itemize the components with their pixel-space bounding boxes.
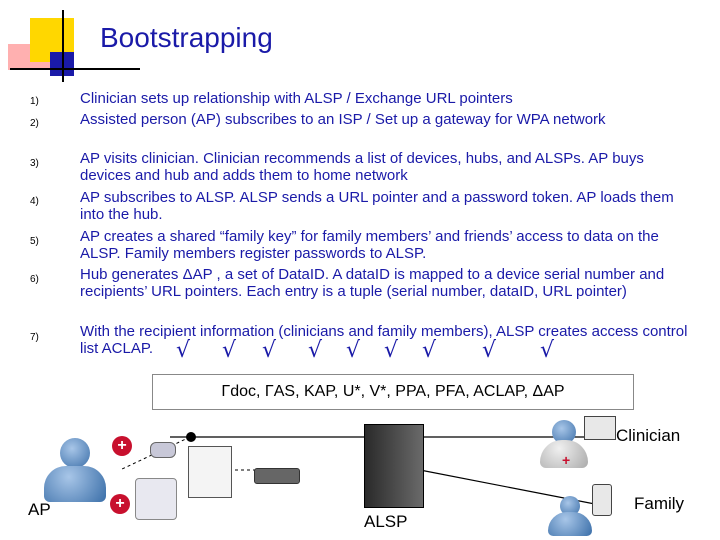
ap-person-body: [44, 466, 106, 502]
list-item: AP creates a shared “family key” for fam…: [80, 228, 659, 262]
clinician-label: Clinician: [616, 426, 681, 445]
keys-text: Γdoc, ΓAS, KAP, U*, V*, PPA, PFA, ACLAP,…: [221, 383, 565, 400]
item-number: 4): [30, 196, 39, 207]
list-item: AP subscribes to ALSP. ALSP sends a URL …: [80, 189, 674, 223]
pda-icon: [592, 484, 612, 516]
list-item: Clinician sets up relationship with ALSP…: [80, 90, 513, 107]
check-icon: √: [346, 338, 361, 363]
decor-horizontal-line: [10, 68, 140, 70]
scale-device-icon: [135, 478, 177, 520]
ap-label: AP: [28, 500, 51, 519]
check-icon: √: [384, 338, 399, 363]
list-item: Hub generates ΔAP , a set of DataID. A d…: [80, 266, 665, 300]
family-label: Family: [634, 494, 685, 513]
router-icon: [254, 468, 300, 484]
item-number: 2): [30, 118, 39, 129]
family-person-icon: [560, 496, 580, 516]
item-number: 7): [30, 332, 39, 343]
item-number: 6): [30, 274, 39, 285]
medical-cross-icon: +: [110, 494, 130, 514]
slide-title: Bootstrapping: [100, 22, 273, 53]
blood-pressure-device-icon: [150, 442, 176, 458]
item-number: 1): [30, 96, 39, 107]
check-icon: √: [540, 338, 555, 363]
list-item: AP visits clinician. Clinician recommend…: [80, 150, 644, 184]
alsp-server-icon: [364, 424, 424, 508]
hub-device-icon: [188, 446, 232, 498]
list-item: Assisted person (AP) subscribes to an IS…: [80, 111, 606, 128]
alsp-label: ALSP: [364, 512, 408, 531]
laptop-icon: [584, 416, 616, 440]
clinician-cross-icon: +: [562, 452, 571, 468]
check-icon: √: [222, 338, 237, 363]
sensor-icon: [186, 432, 196, 442]
list-item: With the recipient information (clinicia…: [80, 323, 688, 357]
check-icon: √: [176, 338, 191, 363]
decor-vertical-line: [62, 10, 64, 82]
check-icon: √: [482, 338, 497, 363]
keys-box: Γdoc, ΓAS, KAP, U*, V*, PPA, PFA, ACLAP,…: [152, 374, 634, 410]
check-icon: √: [422, 338, 437, 363]
ap-person-icon: [60, 438, 90, 468]
item-number: 5): [30, 236, 39, 247]
item-number: 3): [30, 158, 39, 169]
family-person-body: [548, 512, 592, 536]
medical-cross-icon: +: [112, 436, 132, 456]
check-icon: √: [262, 338, 277, 363]
clinician-person-body: [540, 440, 588, 468]
check-icon: √: [308, 338, 323, 363]
